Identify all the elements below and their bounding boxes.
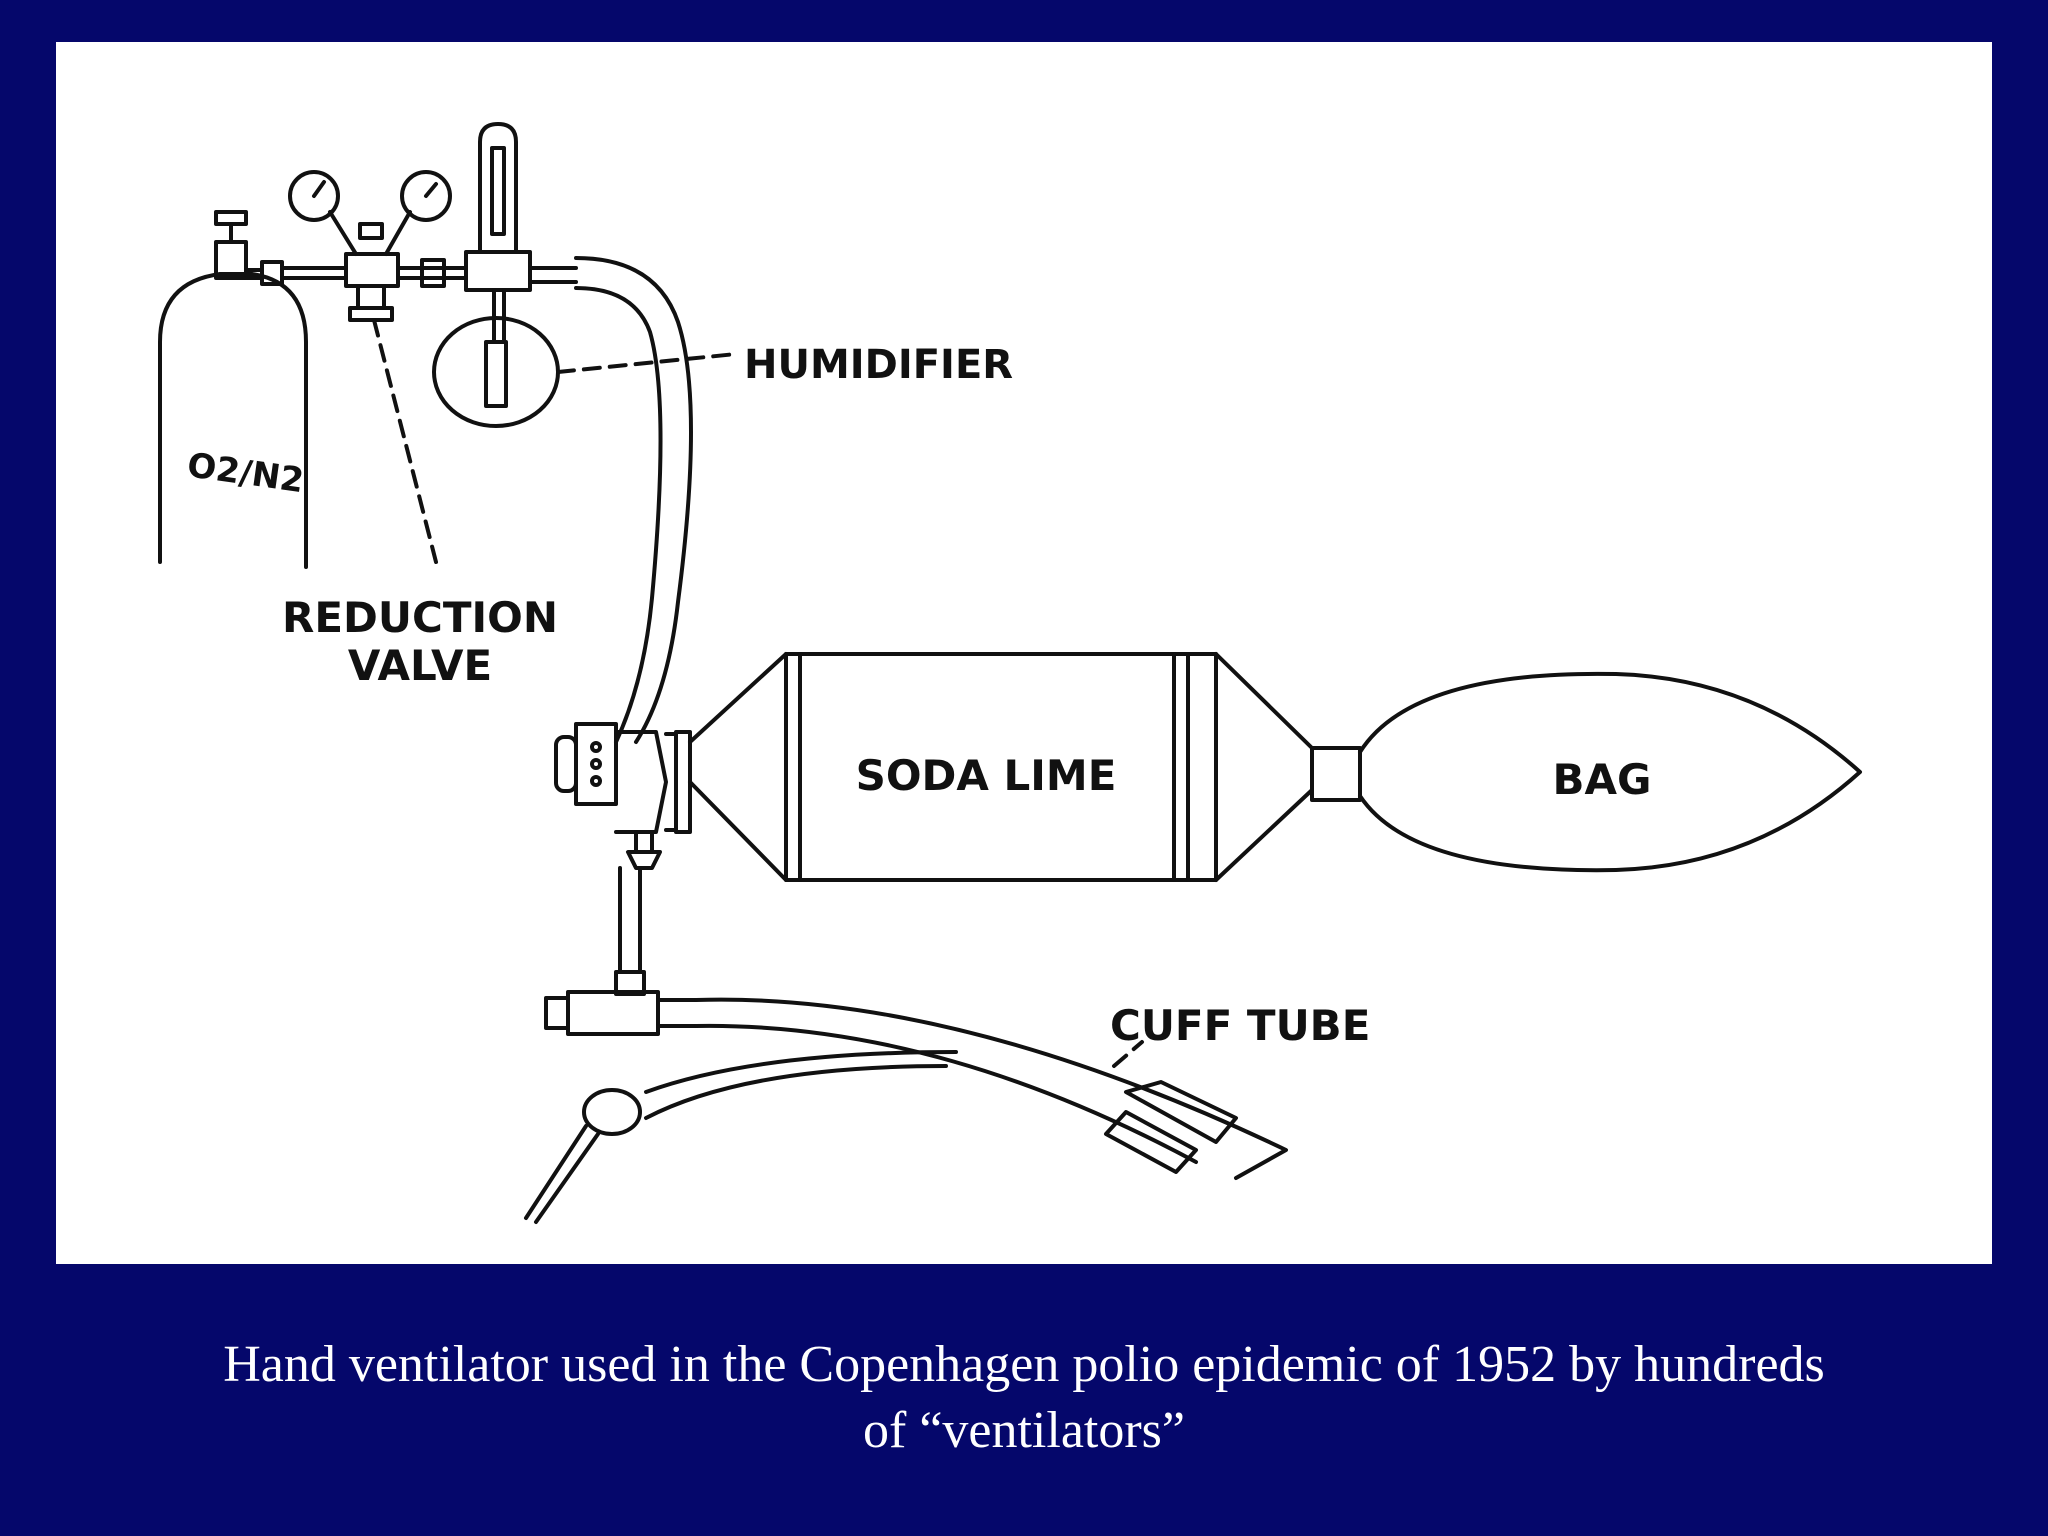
reduction-valve-label-line1: REDUCTION (282, 593, 558, 642)
humidifier-label: HUMIDIFIER (744, 342, 1013, 388)
reduction-valve (288, 170, 468, 322)
reduction-valve-label-line2: VALVE (348, 641, 492, 690)
cuff-tube-assembly (524, 866, 1288, 1224)
cuff-tube-label: CUFF TUBE (1110, 1001, 1370, 1050)
caption-line-1: Hand ventilator used in the Copenhagen p… (223, 1336, 1825, 1393)
reservoir-bag (1358, 671, 1862, 873)
soda-lime-label: SODA LIME (856, 751, 1117, 800)
diagram-panel: O2/N2 REDUCTION VALVE HUMIDIFIER SODA LI… (56, 42, 1992, 1264)
humidifier-assembly (432, 122, 578, 428)
supply-pipe (260, 260, 348, 286)
caption-line-2: of “ventilators” (863, 1402, 1185, 1459)
ventilator-diagram: O2/N2 REDUCTION VALVE HUMIDIFIER SODA LI… (158, 122, 1862, 1224)
gas-label: O2/N2 (185, 445, 307, 501)
gas-cylinder (158, 210, 308, 569)
connecting-hose (574, 256, 693, 744)
soda-lime-canister (688, 652, 1362, 882)
caption: Hand ventilator used in the Copenhagen p… (0, 1332, 2048, 1464)
non-rebreathing-valve (554, 722, 692, 870)
bag-label: BAG (1553, 755, 1652, 804)
leader-lines (372, 318, 1144, 1068)
